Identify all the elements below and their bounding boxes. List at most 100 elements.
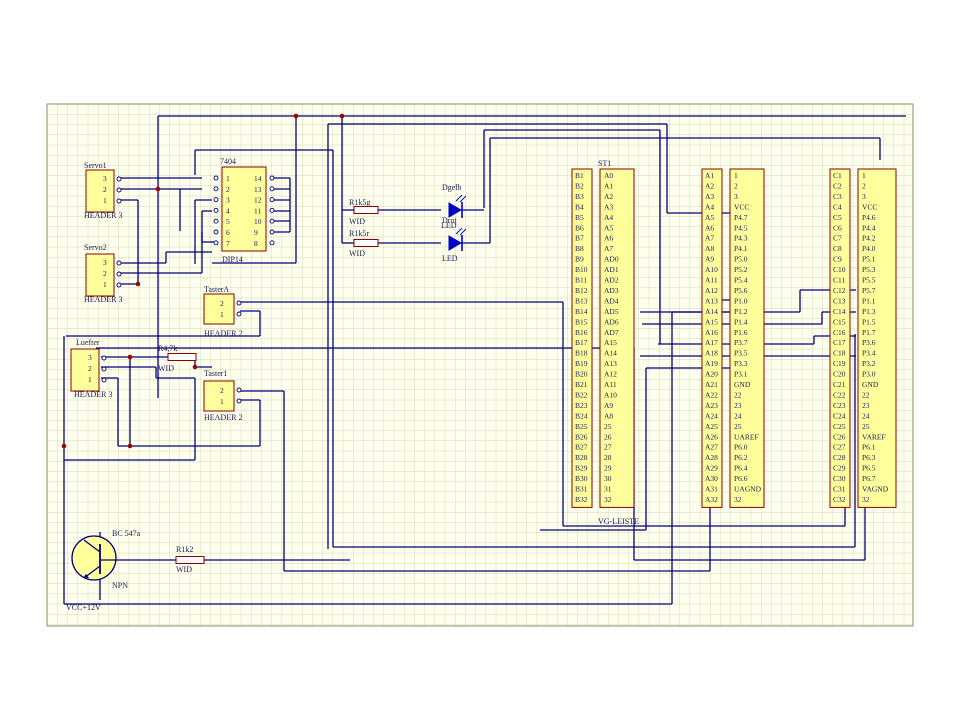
conna-left-A19: A19 <box>705 359 718 368</box>
r47-body <box>167 353 197 361</box>
connc-right-P5.1: P5.1 <box>862 255 876 264</box>
ic7404-right-pin-13: 13 <box>254 185 262 194</box>
connc-left-C7: C7 <box>833 234 842 243</box>
ic7404-right-ring-9 <box>269 229 275 235</box>
conna-left-A21: A21 <box>705 380 718 389</box>
connc-left-C11: C11 <box>833 276 845 285</box>
ic7404-left-ring-2 <box>213 186 219 192</box>
led1-rays <box>455 194 467 203</box>
ic7404-left-pin-3: 3 <box>226 196 230 205</box>
ic7404-left-ring-3 <box>213 197 219 203</box>
conna-left-A6: A6 <box>705 223 714 232</box>
luefter-label: Luefter <box>76 338 100 347</box>
st1-right-A6: A6 <box>604 234 613 243</box>
connc-right-22: 22 <box>862 390 870 399</box>
conna-left-A28: A28 <box>705 453 718 462</box>
connc-right-P4.6: P4.6 <box>862 213 876 222</box>
conna-right-3: 3 <box>734 192 738 201</box>
connc-right-P3.2: P3.2 <box>862 359 876 368</box>
ic7404-package-label: DIP14 <box>222 255 243 264</box>
led2-label: Drot <box>442 216 457 225</box>
connc-right-25: 25 <box>862 422 870 431</box>
conna-left-A4: A4 <box>705 202 714 211</box>
conna-left-A31: A31 <box>705 485 718 494</box>
connc-right-24: 24 <box>862 411 870 420</box>
st1-right-A7: A7 <box>604 244 613 253</box>
st1-right-AD5: AD5 <box>604 307 619 316</box>
conna-right-UAREF: UAREF <box>734 432 759 441</box>
r2-label: R1k2 <box>176 545 193 554</box>
st1-left-B25: B25 <box>575 422 588 431</box>
st1-right-A1: A1 <box>604 181 613 190</box>
connc-left-C18: C18 <box>833 349 846 358</box>
junction-6 <box>127 443 133 449</box>
r5g-type-label: WID <box>349 217 365 226</box>
conna-left-A32: A32 <box>705 495 718 504</box>
connc-left-C31: C31 <box>833 485 846 494</box>
connc-left-C15: C15 <box>833 317 846 326</box>
st1-left-B23: B23 <box>575 401 588 410</box>
st1-right-32: 32 <box>604 495 612 504</box>
taster1-pin-1: 1 <box>220 397 224 406</box>
st1-left-B18: B18 <box>575 349 588 358</box>
st1-label: ST1 <box>598 159 611 168</box>
taster1-pin-2: 2 <box>220 386 224 395</box>
conna-left-A12: A12 <box>705 286 718 295</box>
connc-right-GND: GND <box>862 380 879 389</box>
connc-right-P5.5: P5.5 <box>862 276 876 285</box>
connc-left-C13: C13 <box>833 296 846 305</box>
tastera-pin-2: 2 <box>220 299 224 308</box>
led1-type-label: LED <box>441 221 457 230</box>
connc-right-P3.4: P3.4 <box>862 349 876 358</box>
st1-left-B1: B1 <box>575 171 584 180</box>
st1-left-B3: B3 <box>575 192 584 201</box>
st1-right-AD2: AD2 <box>604 276 619 285</box>
connc-right-VAREF: VAREF <box>862 432 886 441</box>
st1-left-B29: B29 <box>575 464 588 473</box>
st1-right-A3: A3 <box>604 202 613 211</box>
st1-left-B11: B11 <box>575 276 587 285</box>
connc-left-C8: C8 <box>833 244 842 253</box>
connc-left-C32: C32 <box>833 495 846 504</box>
st1-right-28: 28 <box>604 453 612 462</box>
connc-right-P3.6: P3.6 <box>862 338 876 347</box>
st1-left-B20: B20 <box>575 370 588 379</box>
connc-right-body <box>857 168 897 508</box>
connc-left-C16: C16 <box>833 328 846 337</box>
st1-right-26: 26 <box>604 432 612 441</box>
ic7404-left-pin-5: 5 <box>226 217 230 226</box>
taster1-type-label: HEADER 2 <box>204 413 242 422</box>
tastera-ring-2 <box>236 300 242 306</box>
connc-right-3: 3 <box>862 192 866 201</box>
ic7404-right-ring-13 <box>269 186 275 192</box>
st1-left-B19: B19 <box>575 359 588 368</box>
connc-right-P1.7: P1.7 <box>862 328 876 337</box>
conna-left-A18: A18 <box>705 349 718 358</box>
st1-left-B27: B27 <box>575 443 588 452</box>
led1-label: Dgelb <box>442 183 462 192</box>
junctions <box>61 113 345 449</box>
conna-right-P6.6: P6.6 <box>734 474 748 483</box>
st1-left-B13: B13 <box>575 296 588 305</box>
st1-left-B7: B7 <box>575 234 584 243</box>
st1-right-31: 31 <box>604 485 612 494</box>
st1-left-B17: B17 <box>575 338 588 347</box>
connc-left-body <box>829 168 851 508</box>
connc-right-2: 2 <box>862 181 866 190</box>
conna-right-P3.1: P3.1 <box>734 370 748 379</box>
junction-2 <box>155 186 161 192</box>
junction-4 <box>127 354 133 360</box>
connc-right-P1.3: P1.3 <box>862 307 876 316</box>
connc-left-C23: C23 <box>833 401 846 410</box>
connc-right-32: 32 <box>862 495 870 504</box>
taster1-body <box>203 380 235 412</box>
conna-left-A1: A1 <box>705 171 714 180</box>
st1-right-AD6: AD6 <box>604 317 619 326</box>
connc-right-P6.3: P6.3 <box>862 453 876 462</box>
luefter-ring-2 <box>101 366 107 372</box>
conna-left-A9: A9 <box>705 255 714 264</box>
ic7404-left-ring-4 <box>213 207 219 213</box>
conna-right-P4.5: P4.5 <box>734 223 748 232</box>
conna-right-P4.3: P4.3 <box>734 234 748 243</box>
